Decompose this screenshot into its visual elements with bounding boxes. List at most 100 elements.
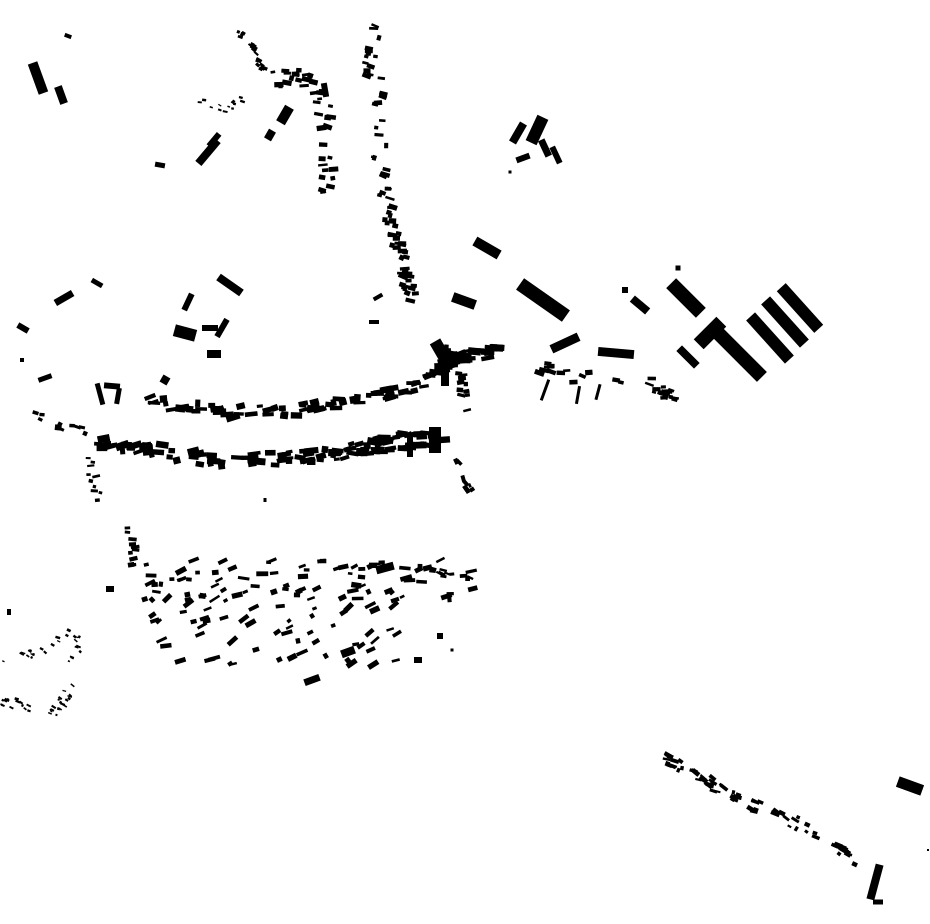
building [387,212,393,219]
building [141,595,149,603]
building [442,348,451,353]
building [159,395,168,403]
building [43,650,48,655]
building [128,542,137,547]
building [198,593,207,599]
building [172,324,198,342]
building [456,392,466,398]
building [569,379,578,385]
building [128,555,138,562]
building [397,242,407,248]
building [55,635,61,640]
building [282,586,289,592]
building [66,628,72,633]
building [283,71,291,75]
building [382,437,395,443]
building [677,758,684,765]
building [835,842,844,848]
building [463,381,468,387]
building [56,640,61,643]
building [51,704,57,710]
building [94,498,100,503]
building [290,412,303,419]
building [354,440,365,448]
building [676,345,700,369]
building [378,189,387,196]
building [159,642,172,649]
building [662,757,671,762]
building [227,660,234,667]
building [464,392,471,398]
building [206,452,218,459]
building [222,598,229,604]
building [219,614,229,621]
building [429,338,451,362]
building [237,34,244,40]
building [190,449,205,460]
building [414,565,424,574]
building [410,387,419,395]
building [253,45,258,50]
building [366,62,376,70]
building [803,821,811,828]
building [144,578,156,588]
building [168,447,176,454]
building [264,128,276,142]
building [69,655,75,659]
building [139,444,154,452]
building [88,478,94,484]
building [812,830,818,836]
building [401,285,407,290]
building [64,32,72,40]
building [188,556,200,564]
building [365,646,376,654]
building [96,444,108,452]
building [401,267,409,274]
building [771,808,778,814]
building [382,217,388,223]
building [330,175,336,181]
building [350,563,359,570]
building [216,273,244,297]
building [154,161,166,169]
building [16,322,30,334]
building [179,609,188,615]
building [414,657,422,663]
building [660,385,666,389]
building [50,642,55,647]
building [253,50,259,57]
building [549,145,563,165]
building [25,654,30,658]
building [78,425,86,430]
building [439,568,448,573]
building [364,627,375,638]
building [382,166,391,173]
building [37,373,53,383]
building [369,26,379,31]
building [516,278,570,322]
building [119,448,126,455]
building [453,457,460,465]
building [148,611,157,620]
building [127,561,135,568]
building [214,576,224,583]
building [315,406,327,413]
building [181,292,195,312]
building [311,584,322,593]
building [543,365,554,369]
building [270,403,279,413]
building [294,454,306,461]
building [303,673,321,687]
building [32,410,39,416]
building [236,29,241,34]
building [339,608,349,617]
building [249,453,259,460]
building [295,648,309,657]
building [388,589,395,596]
building [787,824,792,829]
building [666,278,706,318]
building [330,623,336,629]
building [549,332,581,354]
building [291,71,300,77]
building [6,697,10,701]
